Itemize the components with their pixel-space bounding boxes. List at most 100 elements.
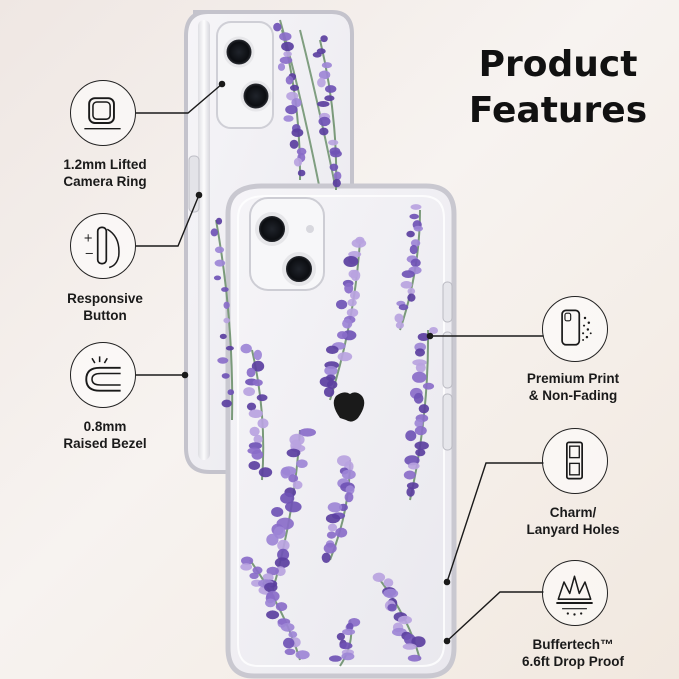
lavender-floret: [240, 563, 253, 571]
lavender-floret: [241, 556, 254, 566]
lavender-floret: [213, 275, 222, 281]
lavender-floret: [277, 539, 290, 552]
lavender-floret: [264, 582, 278, 593]
lavender-floret: [253, 434, 263, 444]
lavender-floret: [341, 652, 355, 661]
lavender-floret: [339, 642, 353, 650]
leader-lines: [136, 80, 544, 645]
lavender-floret: [223, 301, 230, 309]
lavender-floret: [406, 487, 415, 497]
lavender-floret: [248, 442, 262, 450]
lavender-floret: [291, 98, 302, 108]
lavender-floret: [325, 85, 337, 93]
lavender-floret: [413, 392, 424, 404]
lavender-floret: [342, 318, 353, 329]
lavender-floret: [288, 474, 299, 483]
lavender-floret: [293, 157, 303, 167]
feature-raised-bezel-label: 0.8mm Raised Bezel: [63, 419, 147, 451]
lavender-floret: [398, 304, 409, 311]
lavender-floret: [279, 56, 293, 64]
lavender-floret: [323, 542, 337, 554]
lavender-floret: [248, 461, 261, 470]
lavender-floret: [251, 449, 264, 460]
lavender-floret: [329, 163, 339, 171]
lavender-floret: [408, 462, 420, 470]
lavender-floret: [285, 501, 302, 513]
lavender-floret: [273, 22, 282, 32]
camera-ring-icon: [70, 80, 136, 146]
lavender-floret: [292, 480, 303, 490]
lavender-floret: [350, 269, 361, 281]
lavender-floret: [275, 602, 288, 612]
lavender-floret: [320, 35, 328, 43]
lavender-floret: [221, 287, 229, 292]
lavender-floret: [285, 105, 298, 115]
feature-responsive-button-label: Responsive Button: [67, 291, 143, 323]
lavender-floret: [286, 448, 301, 458]
lavender-floret: [337, 352, 353, 362]
lavender-floret: [324, 95, 335, 102]
lavender-floret: [265, 598, 276, 608]
lavender-floret: [337, 331, 348, 340]
lavender-floret: [336, 299, 348, 310]
lavender-floret: [296, 459, 308, 469]
lavender-floret: [215, 217, 223, 225]
lavender-floret: [411, 636, 426, 648]
lavender-floret: [246, 402, 257, 411]
lavender-floret: [290, 84, 299, 91]
lavender-floret: [412, 371, 427, 383]
lavender-floret: [415, 448, 426, 457]
lavender-floret: [346, 622, 354, 631]
lavender-floret: [210, 228, 218, 237]
lavender-floret: [281, 41, 294, 52]
lavender-floret: [383, 588, 399, 599]
lavender-floret: [299, 428, 316, 437]
lavender-floret: [317, 101, 330, 107]
lavender-floret: [249, 426, 260, 437]
lavender-floret: [323, 386, 335, 398]
lavender-floret: [327, 502, 343, 513]
lavender-floret: [345, 485, 355, 495]
lavender-floret: [372, 572, 386, 582]
lavender-floret: [279, 32, 292, 41]
lavender-floret: [326, 531, 337, 539]
lavender-floret: [418, 404, 430, 414]
lavender-floret: [296, 147, 307, 156]
lavender-pattern: [240, 204, 438, 667]
lavender-floret: [429, 327, 438, 334]
lavender-floret: [330, 150, 342, 158]
lavender-floret: [415, 348, 425, 357]
svg-text:+: +: [83, 231, 93, 245]
lavender-floret: [394, 313, 404, 323]
raised-bezel-icon: [70, 342, 136, 408]
lavender-floret: [328, 139, 339, 146]
lavender-floret: [253, 349, 262, 361]
lavender-floret: [288, 631, 298, 638]
lavender-floret: [321, 552, 331, 563]
lanyard-holes-icon: [542, 428, 608, 494]
lavender-floret: [248, 409, 263, 419]
lavender-floret: [414, 419, 424, 428]
lavender-floret: [258, 467, 273, 478]
lavender-floret: [280, 622, 295, 632]
lavender-floret: [407, 654, 422, 662]
lavender-floret: [214, 259, 226, 267]
lavender-floret: [410, 258, 421, 267]
lavender-floret: [401, 270, 415, 278]
lavender-floret: [223, 317, 230, 324]
lavender-floret: [283, 115, 294, 122]
lavender-floret: [312, 52, 322, 58]
lavender-floret: [383, 578, 394, 588]
lavender-floret: [285, 75, 294, 85]
lavender-floret: [347, 298, 357, 307]
lavender-floret: [410, 204, 422, 210]
lavender-floret: [414, 441, 429, 450]
lavender-floret: [284, 648, 296, 655]
lavender-floret: [318, 116, 331, 127]
lavender-floret: [319, 127, 329, 136]
lavender-floret: [243, 387, 256, 397]
svg-text:−: −: [84, 246, 94, 260]
lavender-floret: [346, 308, 359, 317]
lavender-floret: [324, 365, 338, 376]
